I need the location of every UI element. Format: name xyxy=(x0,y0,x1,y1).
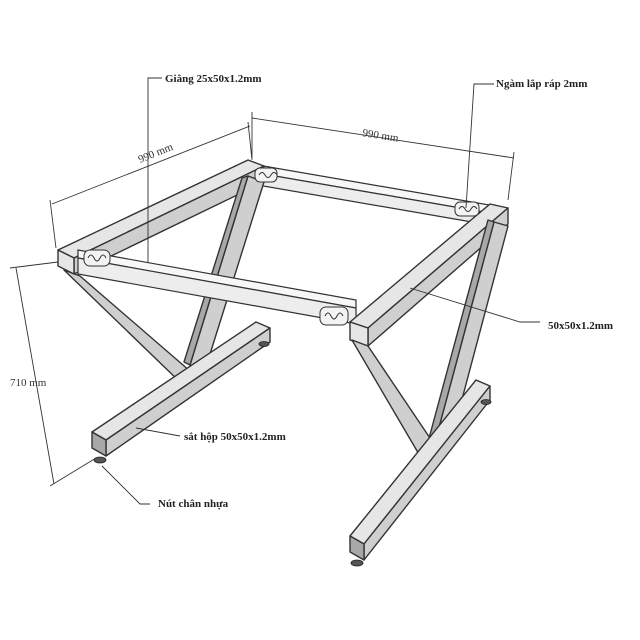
connector-clips xyxy=(83,167,480,326)
giang-label: Giằng 25x50x1.2mm xyxy=(165,73,262,85)
ngam-lap-rap-label: Ngàm lắp ráp 2mm xyxy=(496,78,587,90)
clip-back-left xyxy=(254,167,278,183)
right-z-frame xyxy=(349,203,509,561)
sat-hop-label: sắt hộp 50x50x1.2mm xyxy=(184,431,286,443)
label-tube-top: 50x50x1.2mm xyxy=(409,287,613,332)
clip-back-right xyxy=(454,201,480,217)
label-ngam-lap-rap: Ngàm lắp ráp 2mm xyxy=(465,78,587,209)
dimension-height: 710 mm xyxy=(9,261,97,487)
label-sat-hop: sắt hộp 50x50x1.2mm xyxy=(135,427,286,443)
plastic-feet xyxy=(93,341,492,567)
back-brace xyxy=(251,163,496,227)
clip-front-left xyxy=(83,249,111,267)
dimension-width: 990 mm xyxy=(251,112,515,201)
nut-chan-label: Nút chân nhựa xyxy=(158,498,229,510)
depth-dimension-label: 990 mm xyxy=(137,141,176,166)
left-z-frame xyxy=(57,159,271,457)
width-dimension-label: 990 mm xyxy=(362,127,400,145)
tube-top-label: 50x50x1.2mm xyxy=(548,320,613,332)
label-giang: Giằng 25x50x1.2mm xyxy=(147,73,262,262)
height-dimension-label: 710 mm xyxy=(10,377,47,389)
clip-front-right xyxy=(319,306,349,326)
label-nut-chan: Nút chân nhựa xyxy=(101,465,229,510)
